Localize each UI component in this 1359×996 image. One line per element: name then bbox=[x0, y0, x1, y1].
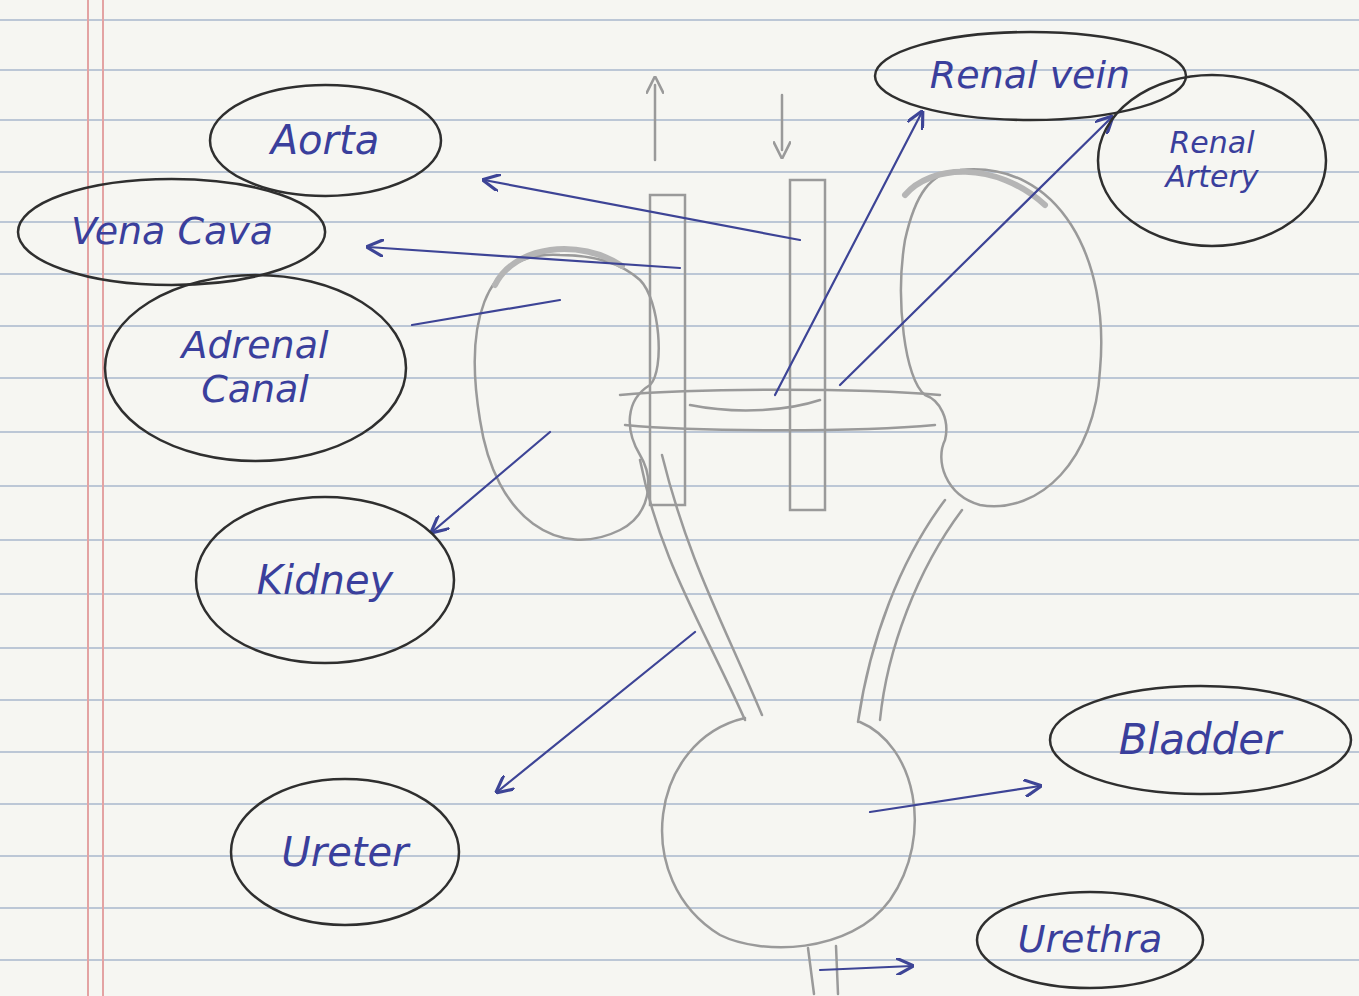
oval-line bbox=[210, 85, 441, 196]
label-oval: Adrenal Canal bbox=[103, 273, 408, 463]
label-oval: Aorta bbox=[208, 83, 443, 198]
part-name: Aorta bbox=[271, 117, 379, 163]
oval-line bbox=[231, 779, 459, 925]
right-ureter bbox=[858, 500, 962, 722]
label-oval: Vena Cava bbox=[16, 177, 327, 287]
leader-line bbox=[870, 786, 1040, 812]
oval-line bbox=[1098, 75, 1326, 246]
oval-line bbox=[105, 275, 406, 461]
down-arrow bbox=[781, 95, 784, 150]
ruled-lines bbox=[0, 20, 1359, 960]
label-oval: Renal Artery bbox=[1096, 73, 1328, 248]
margin-lines bbox=[88, 0, 103, 996]
renal-vessels bbox=[620, 390, 940, 431]
part-name: Adrenal Canal bbox=[160, 324, 350, 411]
oval-line bbox=[18, 179, 325, 285]
label-oval: Renal vein bbox=[873, 30, 1188, 122]
left-ureter bbox=[640, 455, 762, 720]
leader-line bbox=[484, 180, 800, 240]
right-adrenal bbox=[905, 172, 1045, 205]
bladder-shape bbox=[662, 718, 915, 947]
label-oval: Urethra bbox=[975, 890, 1205, 990]
leader-line bbox=[412, 300, 560, 325]
oval-line bbox=[196, 497, 454, 663]
part-name: Bladder bbox=[1119, 716, 1282, 764]
leader-line bbox=[497, 632, 695, 792]
label-oval: Ureter bbox=[229, 777, 461, 927]
part-name: Vena Cava bbox=[71, 210, 273, 254]
leader-line bbox=[840, 117, 1112, 385]
left-adrenal bbox=[495, 249, 622, 285]
left-kidney bbox=[475, 255, 659, 540]
oval-line bbox=[977, 892, 1203, 988]
vena-cava-tube bbox=[790, 180, 825, 510]
up-arrow bbox=[654, 85, 657, 160]
part-name: Urethra bbox=[1018, 918, 1163, 962]
leader-line bbox=[820, 966, 912, 970]
oval-line bbox=[1050, 686, 1351, 794]
leader-line bbox=[432, 432, 550, 532]
leader-line bbox=[775, 112, 922, 395]
label-oval: Kidney bbox=[194, 495, 456, 665]
part-name: Kidney bbox=[257, 557, 393, 603]
part-name: Renal vein bbox=[930, 54, 1130, 98]
oval-line bbox=[875, 32, 1186, 120]
leader-lines bbox=[368, 112, 1112, 970]
label-oval: Bladder bbox=[1048, 684, 1353, 796]
leader-line bbox=[368, 247, 680, 268]
right-kidney bbox=[901, 169, 1101, 506]
aorta-tube bbox=[650, 195, 685, 505]
part-name: Renal Artery bbox=[1142, 126, 1282, 195]
part-name: Ureter bbox=[281, 829, 408, 875]
